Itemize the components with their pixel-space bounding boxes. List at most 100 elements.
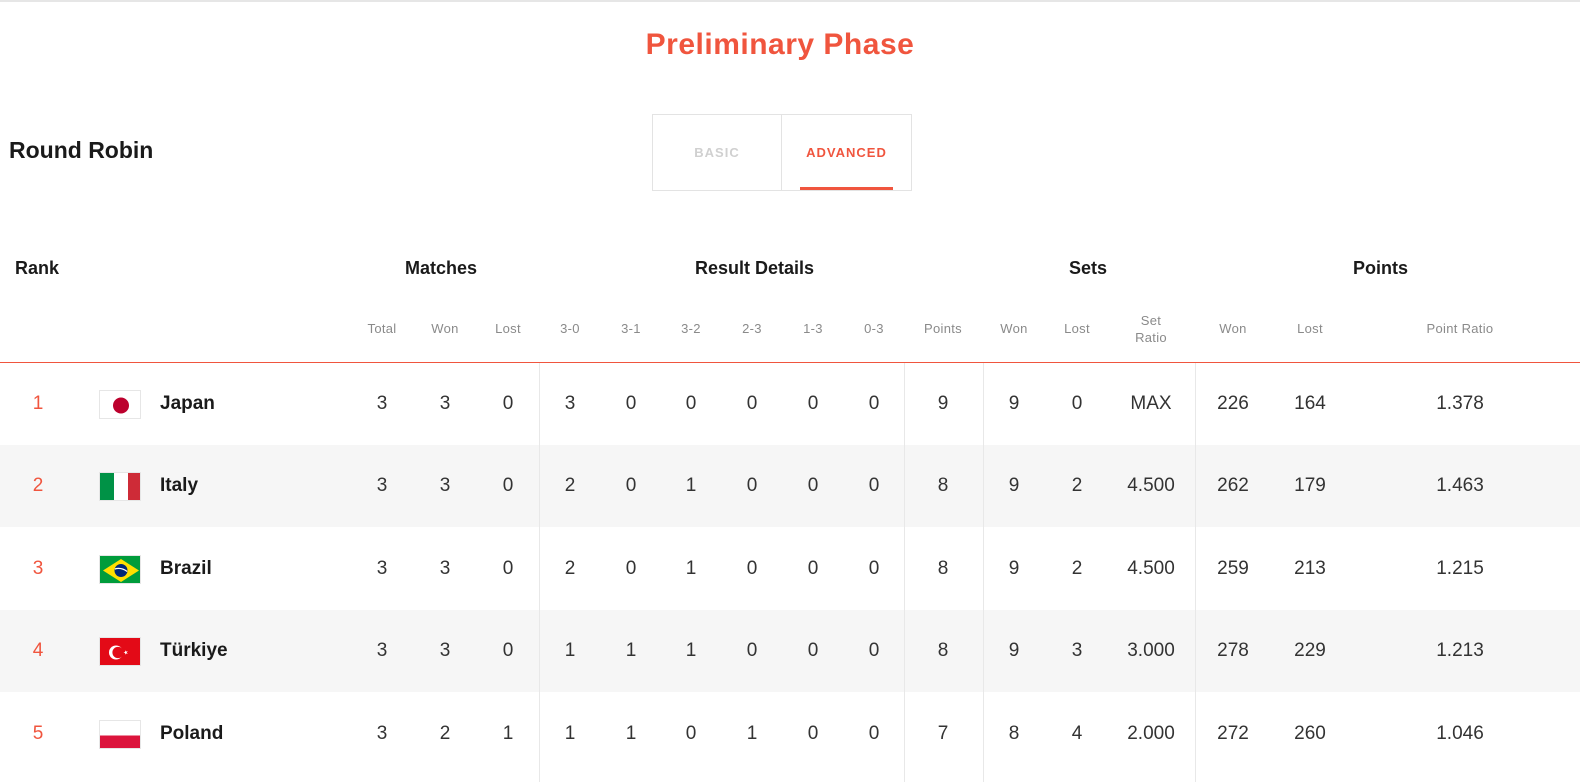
col-point-ratio-header[interactable]: Point Ratio bbox=[1426, 321, 1494, 336]
cell-r03: 0 bbox=[868, 722, 880, 744]
col-total-header[interactable]: Total bbox=[367, 321, 397, 336]
cell-sets-lost: 4 bbox=[1071, 722, 1083, 744]
col-3-2-header[interactable]: 3-2 bbox=[681, 321, 701, 336]
cell-r23: 0 bbox=[746, 557, 758, 579]
col-3-1-header[interactable]: 3-1 bbox=[621, 321, 641, 336]
rank-group-header: Rank bbox=[15, 258, 60, 278]
cell-sets-lost: 3 bbox=[1071, 640, 1083, 662]
cell-r31: 0 bbox=[625, 475, 637, 497]
cell-points: 9 bbox=[937, 393, 949, 414]
cell-lost: 0 bbox=[502, 475, 514, 497]
italy-flag-icon bbox=[99, 472, 141, 502]
cell-lost: 0 bbox=[502, 640, 514, 662]
col-sets-won-header[interactable]: Won bbox=[1000, 321, 1028, 336]
cell-set-ratio: 4.500 bbox=[1127, 557, 1175, 579]
col-points-header[interactable]: Points bbox=[924, 321, 962, 336]
cell-pts-won: 259 bbox=[1217, 557, 1249, 579]
top-divider bbox=[0, 0, 1580, 2]
rank-cell: 2 bbox=[32, 475, 44, 497]
cell-won: 3 bbox=[439, 557, 451, 579]
cell-r30: 1 bbox=[564, 640, 576, 662]
cell-won: 3 bbox=[439, 475, 451, 497]
col-set-ratio-header[interactable]: Set Ratio bbox=[1135, 312, 1167, 346]
cell-sets-lost: 2 bbox=[1071, 475, 1083, 497]
col-sets-lost-header[interactable]: Lost bbox=[1064, 321, 1090, 336]
set-ratio-line-1: Set bbox=[1140, 313, 1162, 328]
cell-r32: 0 bbox=[685, 393, 697, 414]
col-lost-header[interactable]: Lost bbox=[495, 321, 521, 336]
team-name[interactable]: Brazil bbox=[160, 557, 212, 579]
header-divider bbox=[0, 362, 1580, 363]
cell-set-ratio: 2.000 bbox=[1127, 722, 1175, 744]
team-name[interactable]: Poland bbox=[160, 722, 224, 744]
cell-sets-lost: 2 bbox=[1071, 557, 1083, 579]
rank-cell: 5 bbox=[32, 722, 44, 744]
cell-points: 7 bbox=[937, 722, 949, 744]
basic-tab[interactable]: BASIC bbox=[653, 115, 782, 190]
col-1-3-header[interactable]: 1-3 bbox=[803, 321, 823, 336]
cell-points: 8 bbox=[937, 640, 949, 662]
cell-point-ratio: 1.378 bbox=[1436, 393, 1484, 414]
cell-pts-lost: 229 bbox=[1294, 640, 1326, 662]
cell-r03: 0 bbox=[868, 557, 880, 579]
cell-r23: 0 bbox=[746, 475, 758, 497]
col-0-3-header[interactable]: 0-3 bbox=[864, 321, 884, 336]
cell-points: 8 bbox=[937, 557, 949, 579]
cell-point-ratio: 1.213 bbox=[1436, 640, 1484, 662]
cell-set-ratio: 3.000 bbox=[1127, 640, 1175, 662]
column-divider bbox=[904, 363, 905, 782]
cell-point-ratio: 1.215 bbox=[1436, 557, 1484, 579]
cell-r23: 0 bbox=[746, 640, 758, 662]
col-3-0-header[interactable]: 3-0 bbox=[560, 321, 580, 336]
cell-r31: 1 bbox=[625, 722, 637, 744]
sets-group-header: Sets bbox=[1069, 258, 1108, 278]
cell-r03: 0 bbox=[868, 393, 880, 414]
team-name[interactable]: Italy bbox=[160, 475, 199, 497]
team-name[interactable]: Japan bbox=[160, 393, 215, 414]
col-won-header[interactable]: Won bbox=[431, 321, 459, 336]
cell-sets-won: 9 bbox=[1008, 640, 1020, 662]
cell-pts-won: 272 bbox=[1217, 722, 1249, 744]
cell-lost: 1 bbox=[502, 722, 514, 744]
rank-cell: 3 bbox=[32, 557, 44, 579]
cell-total: 3 bbox=[376, 640, 388, 662]
cell-total: 3 bbox=[376, 393, 388, 414]
cell-sets-won: 9 bbox=[1008, 475, 1020, 497]
cell-pts-lost: 179 bbox=[1294, 475, 1326, 497]
cell-won: 3 bbox=[439, 393, 451, 414]
cell-r13: 0 bbox=[807, 722, 819, 744]
cell-r31: 0 bbox=[625, 393, 637, 414]
poland-flag-icon bbox=[99, 719, 141, 749]
cell-r32: 0 bbox=[685, 722, 697, 744]
cell-point-ratio: 1.046 bbox=[1436, 722, 1484, 744]
col-points-lost-header[interactable]: Lost bbox=[1297, 321, 1323, 336]
cell-r13: 0 bbox=[807, 393, 819, 414]
cell-r30: 2 bbox=[564, 475, 576, 497]
team-name[interactable]: Türkiye bbox=[160, 640, 228, 662]
active-tab-indicator bbox=[800, 187, 893, 190]
cell-pts-won: 262 bbox=[1217, 475, 1249, 497]
cell-pts-lost: 164 bbox=[1294, 393, 1326, 414]
column-divider bbox=[539, 363, 540, 782]
rank-cell: 1 bbox=[32, 393, 44, 414]
advanced-tab[interactable]: ADVANCED bbox=[782, 115, 911, 190]
col-points-won-header[interactable]: Won bbox=[1219, 321, 1247, 336]
cell-points: 8 bbox=[937, 475, 949, 497]
col-2-3-header[interactable]: 2-3 bbox=[742, 321, 762, 336]
turkiye-flag-icon bbox=[99, 637, 141, 667]
cell-set-ratio: MAX bbox=[1130, 393, 1172, 414]
cell-pts-lost: 260 bbox=[1294, 722, 1326, 744]
cell-r03: 0 bbox=[868, 640, 880, 662]
cell-r31: 0 bbox=[625, 557, 637, 579]
cell-pts-won: 226 bbox=[1217, 393, 1249, 414]
phase-title: Preliminary Phase bbox=[645, 28, 915, 61]
column-divider bbox=[983, 363, 984, 782]
view-toggle: BASIC ADVANCED bbox=[652, 114, 912, 191]
section-title: Round Robin bbox=[9, 137, 154, 163]
cell-r13: 0 bbox=[807, 557, 819, 579]
